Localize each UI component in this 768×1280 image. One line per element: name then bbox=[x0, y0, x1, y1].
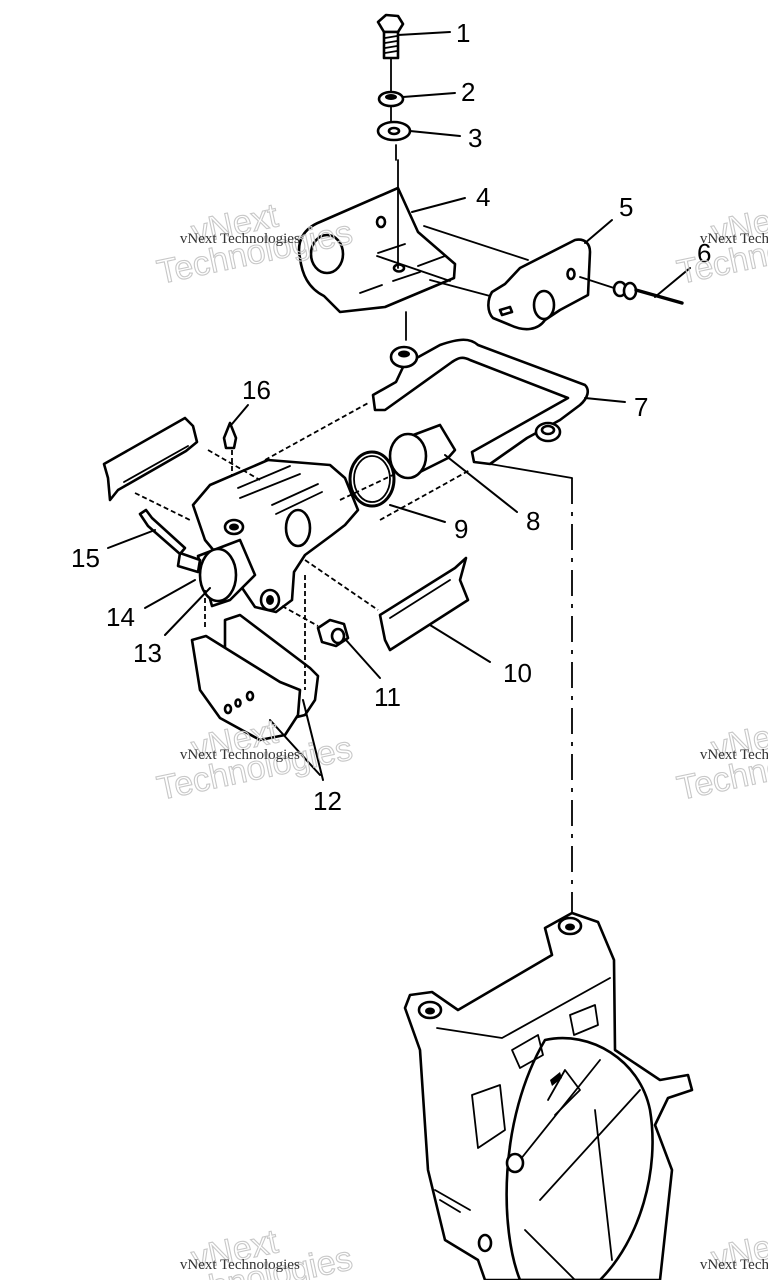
callout-labels: 1 2 3 4 5 6 7 8 9 10 11 12 13 14 15 16 bbox=[71, 18, 711, 816]
svg-text:vNext Technologies: vNext Technologies bbox=[700, 747, 768, 763]
svg-text:vNext Technologies: vNext Technologies bbox=[180, 747, 300, 763]
piston-seal-part bbox=[348, 450, 396, 508]
pad-shim-part bbox=[378, 556, 470, 652]
piston-part bbox=[388, 423, 457, 480]
callout-14: 14 bbox=[106, 602, 135, 632]
caliper-yoke-part bbox=[371, 338, 590, 466]
callout-15: 15 bbox=[71, 543, 100, 573]
callout-5: 5 bbox=[619, 192, 633, 222]
brake-pads-part bbox=[190, 613, 320, 742]
watermark-mid-right: vNext Technologies vNext Technologies bbox=[673, 712, 768, 808]
callout-16: 16 bbox=[242, 375, 271, 405]
nut-part bbox=[281, 605, 350, 648]
callout-2: 2 bbox=[461, 77, 475, 107]
callout-3: 3 bbox=[468, 123, 482, 153]
mounting-frame-part bbox=[403, 911, 694, 1280]
upper-shim-part bbox=[102, 416, 199, 502]
callout-13: 13 bbox=[133, 638, 162, 668]
svg-text:vNext Technologies: vNext Technologies bbox=[700, 1257, 768, 1273]
bolt-part bbox=[376, 13, 405, 93]
leader-lines bbox=[107, 31, 691, 781]
watermark-small: vNext Technologies bbox=[180, 231, 300, 247]
watermark-bottom-right: vNext vNext Technologies bbox=[700, 1222, 768, 1278]
callout-8: 8 bbox=[526, 506, 540, 536]
assembly-lines bbox=[134, 401, 573, 920]
watermark-top-right: vNext Technologies vNext Technologies bbox=[673, 196, 768, 292]
callout-11: 11 bbox=[374, 682, 401, 712]
flat-washer-part bbox=[376, 120, 412, 161]
callout-6: 6 bbox=[697, 238, 711, 268]
svg-text:vNext Technologies: vNext Technologies bbox=[180, 1257, 300, 1273]
callout-10: 10 bbox=[503, 658, 532, 688]
watermark-bottom-left: vNext Technologies vNext Technologies bbox=[153, 1222, 356, 1280]
lock-washer-part bbox=[377, 90, 405, 125]
svg-text:vNext Technologies: vNext Technologies bbox=[700, 231, 768, 247]
adjuster-knob-part bbox=[176, 538, 257, 608]
callout-9: 9 bbox=[454, 514, 468, 544]
spring-clip-part bbox=[138, 508, 187, 556]
callout-7: 7 bbox=[634, 392, 648, 422]
rivet-pin-part bbox=[579, 276, 684, 305]
callout-1: 1 bbox=[456, 18, 470, 48]
callout-12: 12 bbox=[313, 786, 342, 816]
mounting-bracket-part bbox=[297, 159, 457, 341]
callout-4: 4 bbox=[476, 182, 490, 212]
